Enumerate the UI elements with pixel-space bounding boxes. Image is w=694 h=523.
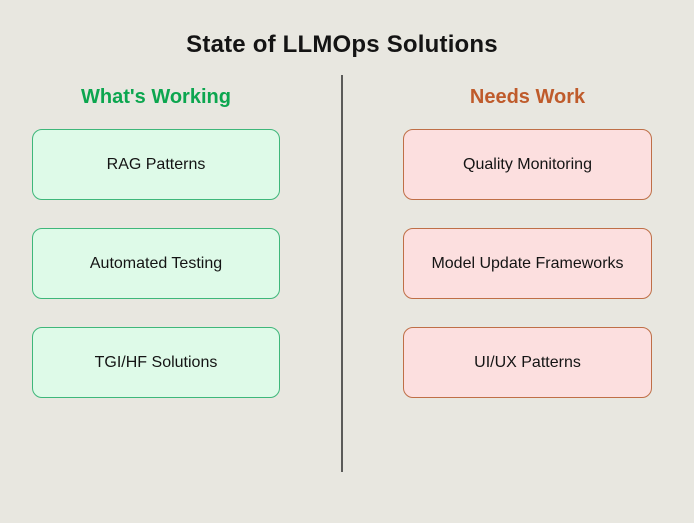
page-title: State of LLMOps Solutions [186, 31, 498, 58]
vertical-divider [341, 75, 343, 472]
node-rag-patterns: RAG Patterns [32, 129, 280, 200]
node-model-update-frameworks: Model Update Frameworks [403, 228, 652, 299]
node-ui-ux-patterns: UI/UX Patterns [403, 327, 652, 398]
column-header-needs-work: Needs Work [469, 86, 586, 108]
node-quality-monitoring: Quality Monitoring [403, 129, 652, 200]
node-automated-testing: Automated Testing [32, 228, 280, 299]
node-tgi-hf-solutions: TGI/HF Solutions [32, 327, 280, 398]
column-header-whats-working: What's Working [81, 86, 231, 108]
